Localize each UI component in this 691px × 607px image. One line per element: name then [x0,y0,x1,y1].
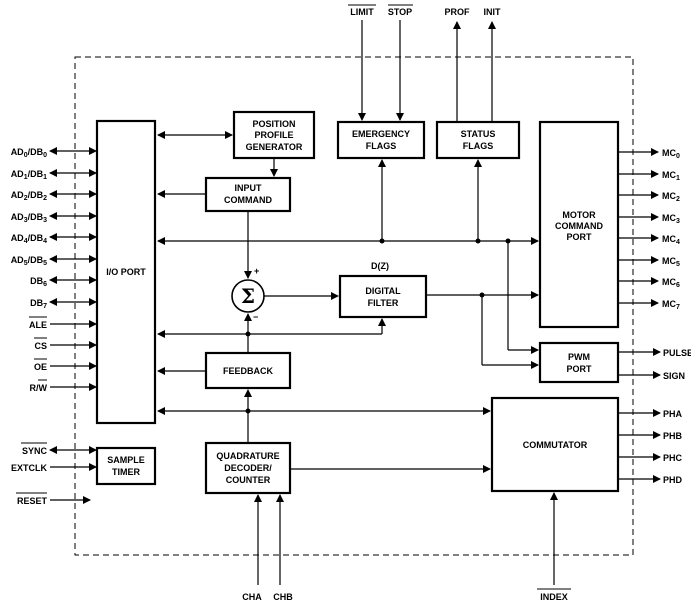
emergency-flags-label-2: FLAGS [366,141,397,151]
status-flags-label-2: FLAGS [463,141,494,151]
oe-pin-label: OE [34,362,47,372]
rw-pin-label: R/W [30,383,48,393]
init-pin-label: INIT [484,7,502,17]
ale-pin-label: ALE [29,320,47,330]
fb-junction [245,331,251,337]
data-pin-label-2: AD2/DB2 [11,190,47,202]
ppg-label-2: PROFILE [254,130,293,140]
left-data-pins: AD0/DB0AD1/DB1AD2/DB2AD3/DB3AD4/DB4AD5/D… [11,147,97,310]
mc-pin-label-3: MC3 [662,213,680,225]
sigma-symbol: Σ [241,284,255,308]
emergency-flags-block [336,120,426,160]
pwm-port-block [538,341,620,384]
ppg-label-1: POSITION [252,119,295,129]
emergency-flags-label-1: EMERGENCY [352,129,410,139]
lower-bus-junction [245,408,251,414]
mc-pin-label-0: MC0 [662,148,680,160]
prof-pin-label: PROF [444,7,470,17]
digital-filter-label-2: FILTER [368,298,399,308]
mc-pin-label-7: MC7 [662,299,680,311]
mc-pin-label-5: MC5 [662,256,680,268]
ppg-label-3: GENERATOR [246,142,303,152]
extclk-pin-label: EXTCLK [11,463,48,473]
data-pin-label-5: AD5/DB5 [11,255,47,267]
digital-filter-block [338,274,428,319]
mcp-label-1: MOTOR [562,210,596,220]
commutator-label: COMMUTATOR [523,440,588,450]
mc-pin-label-6: MC6 [662,277,680,289]
data-pin-label-3: AD3/DB3 [11,212,47,224]
position-profile-generator-block [232,110,316,160]
phb-pin-label: PHB [663,431,683,441]
mc-pin-label-4: MC4 [662,234,680,246]
cha-pin-label: CHA [242,592,262,602]
chip-boundary [74,56,634,556]
reset-pin-label: RESET [17,496,48,506]
pwm-port-label-2: PORT [566,364,592,374]
quad-label-2: DECODER/ [224,463,272,473]
digital-filter-label-1: DIGITAL [365,286,401,296]
plus-sign: + [254,266,259,276]
minus-sign: − [253,312,258,322]
status-flags-label-1: STATUS [461,129,496,139]
sample-timer-label-1: SAMPLE [107,455,145,465]
cs-pin-label: CS [34,341,47,351]
data-pin-label-0: AD0/DB0 [11,147,47,159]
dz-label: D(Z) [371,261,389,271]
chb-pin-label: CHB [273,592,293,602]
index-pin-label: INDEX [540,592,568,602]
quad-label-1: QUADRATURE [216,451,279,461]
limit-pin-label: LIMIT [350,7,374,17]
status-flags-block [435,120,521,160]
sign-pin-label: SIGN [663,371,685,381]
sync-pin-label: SYNC [22,446,48,456]
phd-pin-label: PHD [663,475,683,485]
data-pin-label-7: DB7 [30,298,47,310]
data-pin-label-1: AD1/DB1 [11,169,47,181]
sample-timer-label-2: TIMER [112,467,140,477]
feedback-label: FEEDBACK [223,366,274,376]
phc-pin-label: PHC [663,453,683,463]
commutator-block [490,396,620,493]
io-port-label: I/O PORT [106,267,146,277]
mc-pin-label-2: MC2 [662,191,680,203]
pulse-pin-label: PULSE [663,348,691,358]
mcp-label-3: PORT [566,232,592,242]
pwm-port-label-1: PWM [568,352,590,362]
io-port-block [95,119,157,425]
pha-pin-label: PHA [663,409,683,419]
mcp-label-2: COMMAND [555,221,603,231]
mc-pin-label-1: MC1 [662,170,680,182]
sample-timer-block [95,446,157,486]
motor-command-port-block [538,120,620,329]
stop-pin-label: STOP [388,7,412,17]
data-pin-label-6: DB6 [30,276,47,288]
input-command-label-1: INPUT [235,183,263,193]
quad-label-3: COUNTER [226,475,271,485]
input-command-label-2: COMMAND [224,195,272,205]
data-pin-label-4: AD4/DB4 [11,233,47,245]
